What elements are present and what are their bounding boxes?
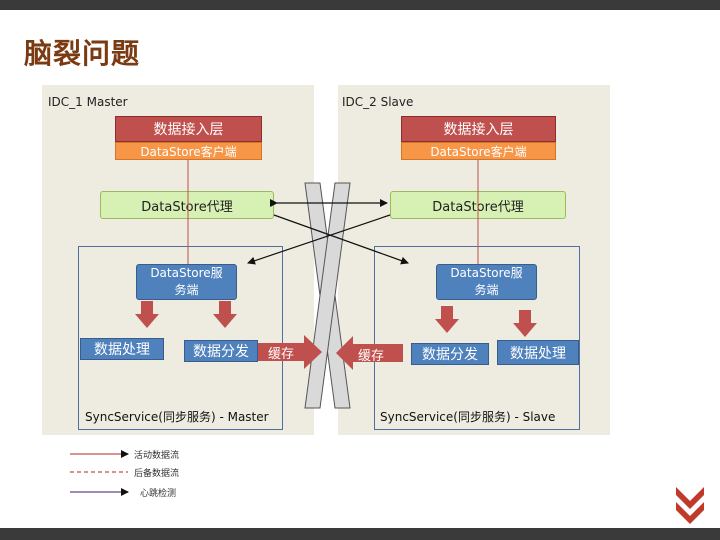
right-server-line2: 务端 bbox=[474, 283, 499, 297]
legend-label-backup: 后备数据流 bbox=[134, 469, 180, 479]
right-sync-service bbox=[374, 246, 580, 430]
left-server-line2: 务端 bbox=[174, 283, 199, 297]
left-cache-arrow bbox=[258, 335, 322, 369]
left-down-arrow-1 bbox=[135, 301, 159, 328]
left-cache-label: 缓存 bbox=[268, 347, 295, 362]
top-bar bbox=[0, 0, 720, 10]
right-data-process: 数据处理 bbox=[497, 340, 579, 365]
left-access-layer: 数据接入层 bbox=[115, 116, 262, 142]
legend-label-active: 活动数据流 bbox=[134, 451, 180, 461]
right-data-distribute: 数据分发 bbox=[411, 343, 489, 365]
right-access-layer: 数据接入层 bbox=[401, 116, 556, 142]
proxy-cross-left bbox=[273, 214, 409, 265]
left-datastore-client: DataStore客户端 bbox=[115, 142, 262, 160]
panel-idc2-label: IDC_2 Slave bbox=[342, 95, 414, 109]
left-datastore-proxy: DataStore代理 bbox=[100, 191, 274, 219]
left-data-distribute: 数据分发 bbox=[184, 340, 258, 362]
bottom-bar bbox=[0, 528, 720, 540]
left-sync-service bbox=[78, 246, 283, 430]
left-down-arrow-2 bbox=[213, 301, 237, 328]
left-server-line1: DataStore服 bbox=[150, 266, 223, 280]
left-data-process: 数据处理 bbox=[80, 338, 164, 360]
double-chevron-down-icon bbox=[676, 487, 704, 524]
right-sync-label: SyncService(同步服务) - Slave bbox=[380, 410, 556, 424]
right-datastore-server: DataStore服 务端 bbox=[436, 264, 537, 300]
right-down-arrow-1 bbox=[435, 306, 459, 333]
proxy-cross-right bbox=[247, 214, 391, 265]
panel-idc1-label: IDC_1 Master bbox=[48, 95, 128, 109]
right-cache-arrow bbox=[336, 336, 403, 370]
right-datastore-client: DataStore客户端 bbox=[401, 142, 556, 160]
right-down-arrow-2 bbox=[513, 310, 537, 337]
left-datastore-server: DataStore服 务端 bbox=[136, 264, 237, 300]
page-title: 脑裂问题 bbox=[24, 37, 141, 70]
right-server-line1: DataStore服 bbox=[450, 266, 523, 280]
legend-label-heartbeat: 心跳检测 bbox=[140, 489, 177, 499]
right-cache-label: 缓存 bbox=[358, 349, 385, 364]
left-sync-label: SyncService(同步服务) - Master bbox=[85, 410, 269, 424]
